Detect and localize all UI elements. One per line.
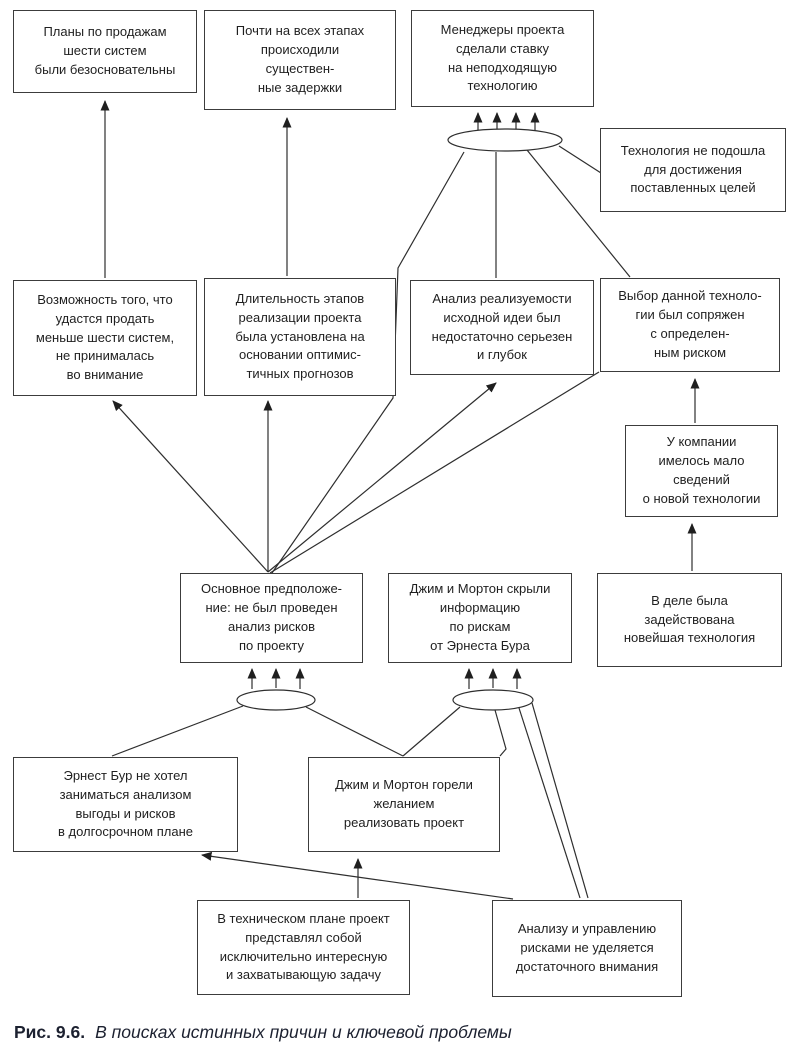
junction-ellipses bbox=[236, 128, 563, 711]
node-fewer-sales-ignored: Возможность того, что удастся продать ме… bbox=[13, 280, 197, 396]
node-risk-management-neglected: Анализу и управлению рисками не уделяетс… bbox=[492, 900, 682, 997]
connector-line bbox=[558, 145, 602, 174]
node-no-risk-analysis: Основное предположе- ние: не был проведе… bbox=[180, 573, 363, 663]
connector-line bbox=[531, 702, 589, 899]
node-optimistic-durations: Длительность этапов реализации проекта б… bbox=[204, 278, 396, 396]
connector-line bbox=[518, 707, 581, 899]
connector-line bbox=[494, 709, 507, 757]
arrow-connectors bbox=[100, 100, 700, 900]
node-stage-delays: Почти на всех этапах происходили существ… bbox=[204, 10, 396, 110]
connector-line bbox=[269, 371, 600, 574]
connector-line bbox=[402, 706, 461, 757]
left-junction-ellipse bbox=[236, 689, 316, 711]
node-little-knowledge: У компании имелось мало сведений о новой… bbox=[625, 425, 778, 517]
node-ernest-bur-unwilling: Эрнест Бур не хотел заниматься анализом … bbox=[13, 757, 238, 852]
connector-line bbox=[526, 149, 631, 278]
node-jim-morton-eager: Джим и Мортон горели желанием реализоват… bbox=[308, 757, 500, 852]
node-managers-wrong-technology: Менеджеры проекта сделали ставку на непо… bbox=[411, 10, 594, 107]
figure-caption-text: В поисках истинных причин и ключевой про… bbox=[95, 1022, 512, 1042]
node-technology-unsuitable: Технология не подошла для достижения пос… bbox=[600, 128, 786, 212]
connector-line bbox=[305, 706, 404, 757]
top-junction-ellipse bbox=[447, 128, 563, 152]
node-newest-technology-used: В деле была задействована новейшая техно… bbox=[597, 573, 782, 667]
arrow-line bbox=[201, 851, 514, 900]
node-sales-plans-unfounded: Планы по продажам шести систем были безо… bbox=[13, 10, 197, 93]
figure-caption: Рис. 9.6. В поисках истинных причин и клю… bbox=[14, 1022, 784, 1043]
node-jim-morton-hid-risks: Джим и Мортон скрыли информацию по риска… bbox=[388, 573, 572, 663]
figure-caption-label: Рис. 9.6. bbox=[14, 1022, 86, 1042]
connector-line bbox=[111, 705, 244, 757]
arrow-line bbox=[267, 382, 497, 573]
right-junction-ellipse bbox=[452, 689, 534, 711]
arrow-line bbox=[112, 400, 269, 573]
node-technically-fascinating-task: В техническом плане проект представлял с… bbox=[197, 900, 410, 995]
node-shallow-feasibility-analysis: Анализ реализуемости исходной идеи был н… bbox=[410, 280, 594, 375]
node-technology-choice-risky: Выбор данной техноло- гии был сопряжен с… bbox=[600, 278, 780, 372]
